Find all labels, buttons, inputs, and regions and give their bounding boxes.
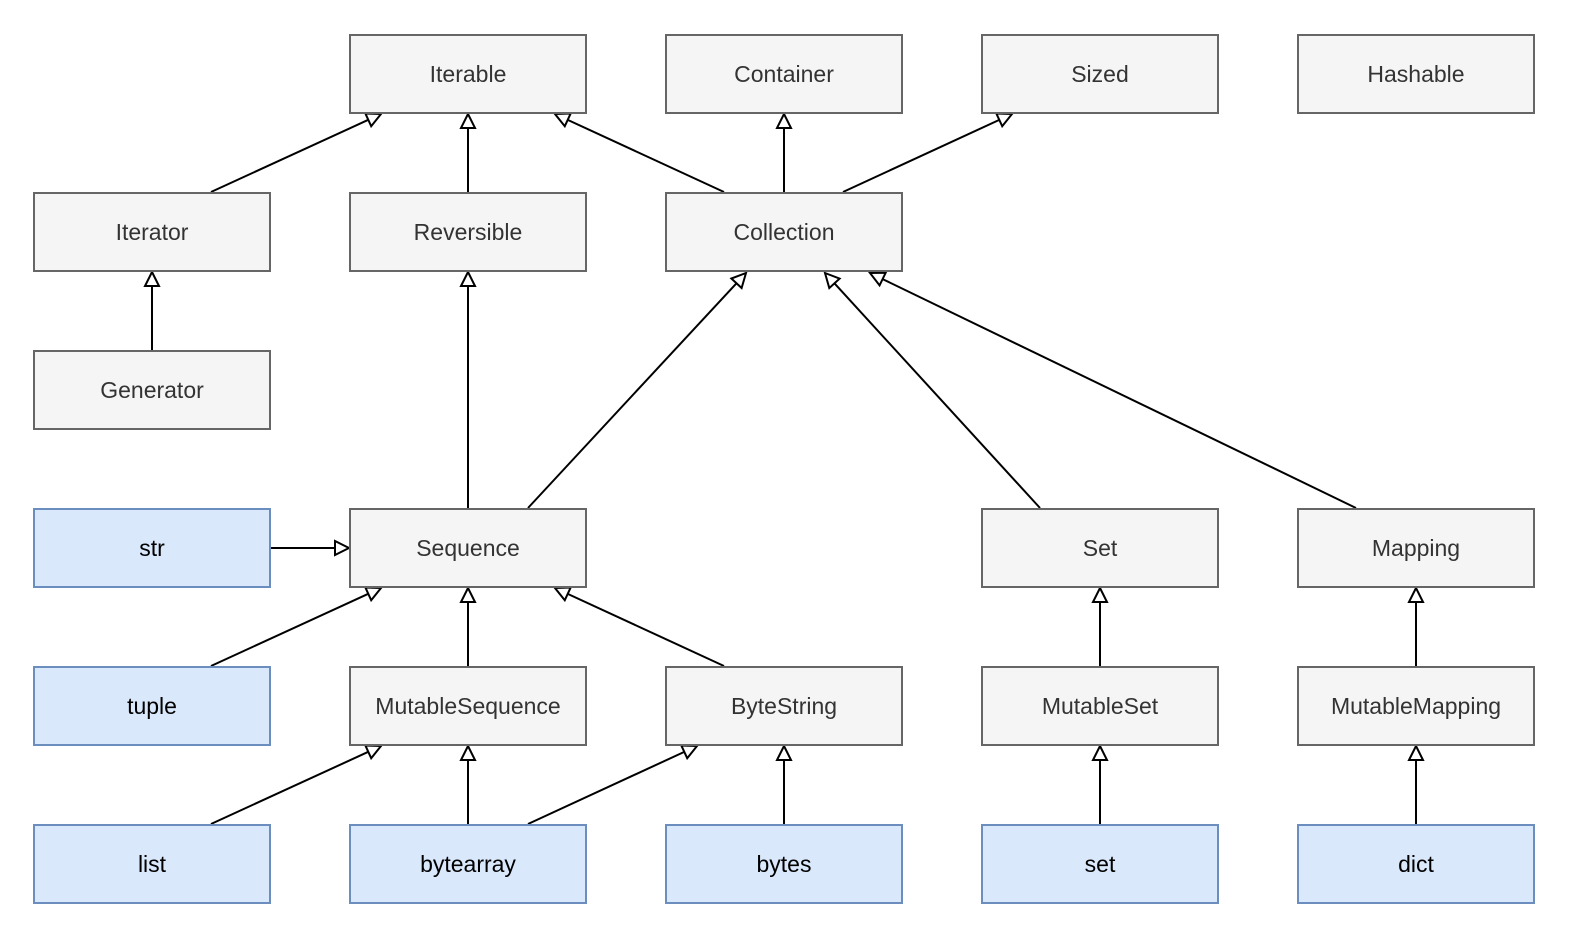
inheritance-edge-bytearray-to-byte_string: [527, 744, 700, 825]
node-hashable[interactable]: Hashable: [1297, 34, 1535, 114]
inheritance-edge-reversible-to-iterable: [459, 111, 477, 192]
node-reversible[interactable]: Reversible: [349, 192, 587, 272]
inheritance-arrowhead-icon: [679, 744, 700, 761]
inheritance-arrowhead-icon: [1091, 585, 1109, 603]
inheritance-arrowhead-icon: [823, 271, 842, 290]
node-generator[interactable]: Generator: [33, 350, 271, 430]
node-dict[interactable]: dict: [1297, 824, 1535, 904]
inheritance-arrowhead-icon: [729, 271, 748, 290]
inheritance-arrowhead-icon: [1407, 585, 1425, 603]
node-mutable-sequence[interactable]: MutableSequence: [349, 666, 587, 746]
inheritance-edge-collection-to-iterable: [552, 112, 725, 193]
inheritance-arrowhead-icon: [1091, 743, 1109, 761]
node-mutable-mapping[interactable]: MutableMapping: [1297, 666, 1535, 746]
inheritance-edge-byte_string-to-sequence: [552, 586, 725, 667]
node-list[interactable]: list: [33, 824, 271, 904]
inheritance-arrowhead-icon: [552, 112, 573, 129]
node-bytes[interactable]: bytes: [665, 824, 903, 904]
inheritance-edge-collection-to-sized: [842, 112, 1015, 193]
inheritance-edge-sequence-to-collection: [527, 271, 748, 509]
node-iterable[interactable]: Iterable: [349, 34, 587, 114]
node-set[interactable]: set: [981, 824, 1219, 904]
inheritance-edge-mutable_mapping-to-mapping: [1407, 585, 1425, 666]
node-sequence[interactable]: Sequence: [349, 508, 587, 588]
inheritance-arrowhead-icon: [363, 586, 384, 603]
node-mapping[interactable]: Mapping: [1297, 508, 1535, 588]
inheritance-edge-generator-to-iterator: [143, 269, 161, 350]
node-bytearray[interactable]: bytearray: [349, 824, 587, 904]
inheritance-edge-collection-to-container: [775, 111, 793, 192]
inheritance-arrowhead-icon: [459, 585, 477, 603]
node-sized[interactable]: Sized: [981, 34, 1219, 114]
inheritance-edge-bytes-to-byte_string: [775, 743, 793, 824]
node-set-abc[interactable]: Set: [981, 508, 1219, 588]
node-mutable-set[interactable]: MutableSet: [981, 666, 1219, 746]
node-collection[interactable]: Collection: [665, 192, 903, 272]
inheritance-arrowhead-icon: [1407, 743, 1425, 761]
inheritance-arrowhead-icon: [775, 111, 793, 129]
inheritance-edge-set_abc-to-collection: [823, 271, 1041, 509]
inheritance-edge-str-to-sequence: [271, 539, 352, 557]
inheritance-edge-tuple-to-sequence: [210, 586, 384, 667]
inheritance-arrowhead-icon: [994, 112, 1015, 129]
inheritance-arrowhead-icon: [459, 743, 477, 761]
inheritance-arrowhead-icon: [143, 269, 161, 287]
inheritance-edge-mutable_sequence-to-sequence: [459, 585, 477, 666]
inheritance-arrowhead-icon: [334, 539, 352, 557]
inheritance-arrowhead-icon: [459, 111, 477, 129]
inheritance-edge-sequence-to-reversible: [459, 269, 477, 508]
node-byte-string[interactable]: ByteString: [665, 666, 903, 746]
inheritance-edge-mutable_set-to-set_abc: [1091, 585, 1109, 666]
inheritance-edge-mutable_set_concrete-to-mutable_set: [1091, 743, 1109, 824]
node-str[interactable]: str: [33, 508, 271, 588]
inheritance-arrowhead-icon: [363, 112, 384, 129]
inheritance-arrowhead-icon: [775, 743, 793, 761]
inheritance-edge-bytearray-to-mutable_sequence: [459, 743, 477, 824]
inheritance-edge-dict-to-mutable_mapping: [1407, 743, 1425, 824]
inheritance-arrowhead-icon: [459, 269, 477, 287]
inheritance-edge-iterator-to-iterable: [210, 112, 384, 193]
inheritance-edge-list-to-mutable_sequence: [210, 744, 384, 825]
node-tuple[interactable]: tuple: [33, 666, 271, 746]
inheritance-arrowhead-icon: [867, 271, 888, 288]
node-container[interactable]: Container: [665, 34, 903, 114]
node-iterator[interactable]: Iterator: [33, 192, 271, 272]
inheritance-edge-mapping-to-collection: [867, 271, 1357, 509]
inheritance-arrowhead-icon: [552, 586, 573, 603]
inheritance-arrowhead-icon: [363, 744, 384, 761]
